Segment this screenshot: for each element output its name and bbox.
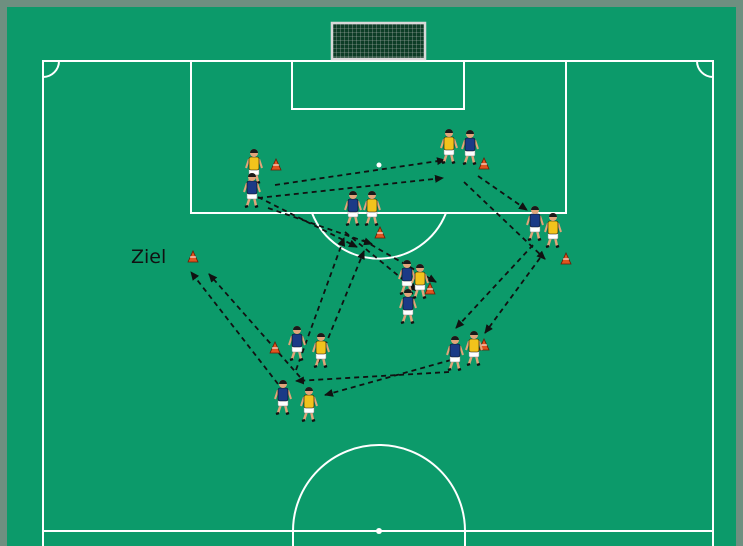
soccer-goal-icon [332, 23, 425, 59]
penalty-spot [377, 163, 382, 168]
pitch-grass [7, 7, 736, 546]
goal-net [332, 23, 425, 59]
center-spot [376, 528, 382, 534]
target-label: Ziel [131, 246, 166, 268]
